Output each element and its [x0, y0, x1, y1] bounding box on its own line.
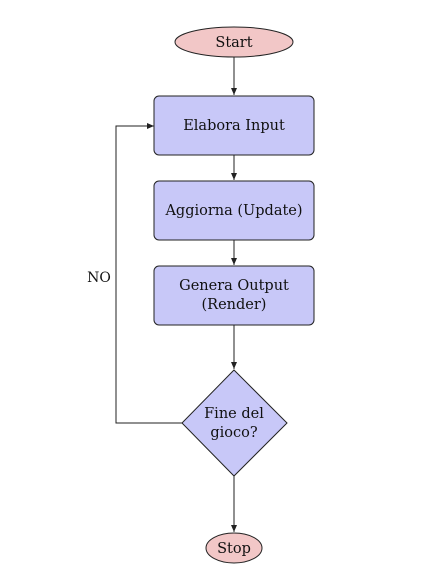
process-input-node: Elabora Input — [153, 95, 315, 156]
start-terminal-shape — [174, 26, 294, 58]
decision-label-line-2: gioco? — [210, 425, 257, 441]
render-label-line-1: Genera Output — [179, 278, 289, 294]
stop-node: Stop — [205, 532, 263, 564]
loop-back-label: NO — [87, 270, 111, 286]
update-node: Aggiorna (Update) — [153, 180, 315, 241]
decision-label-line-1: Fine del — [204, 406, 264, 422]
stop-label: Stop — [217, 541, 251, 557]
update-shape — [153, 180, 315, 241]
render-node: Genera Output (Render) — [153, 265, 315, 326]
decision-diamond-shape — [181, 369, 288, 477]
update-label: Aggiorna (Update) — [164, 203, 302, 219]
start-label: Start — [215, 35, 252, 51]
decision-node: Fine del gioco? — [181, 369, 288, 477]
process-input-label: Elabora Input — [183, 118, 285, 134]
process-input-shape — [153, 95, 315, 156]
start-node: Start — [174, 26, 294, 58]
edge-decision-loop-back — [115, 123, 182, 424]
edges — [115, 57, 237, 532]
render-label-line-2: (Render) — [202, 297, 267, 313]
stop-terminal-shape — [205, 532, 263, 564]
render-shape — [153, 265, 315, 326]
